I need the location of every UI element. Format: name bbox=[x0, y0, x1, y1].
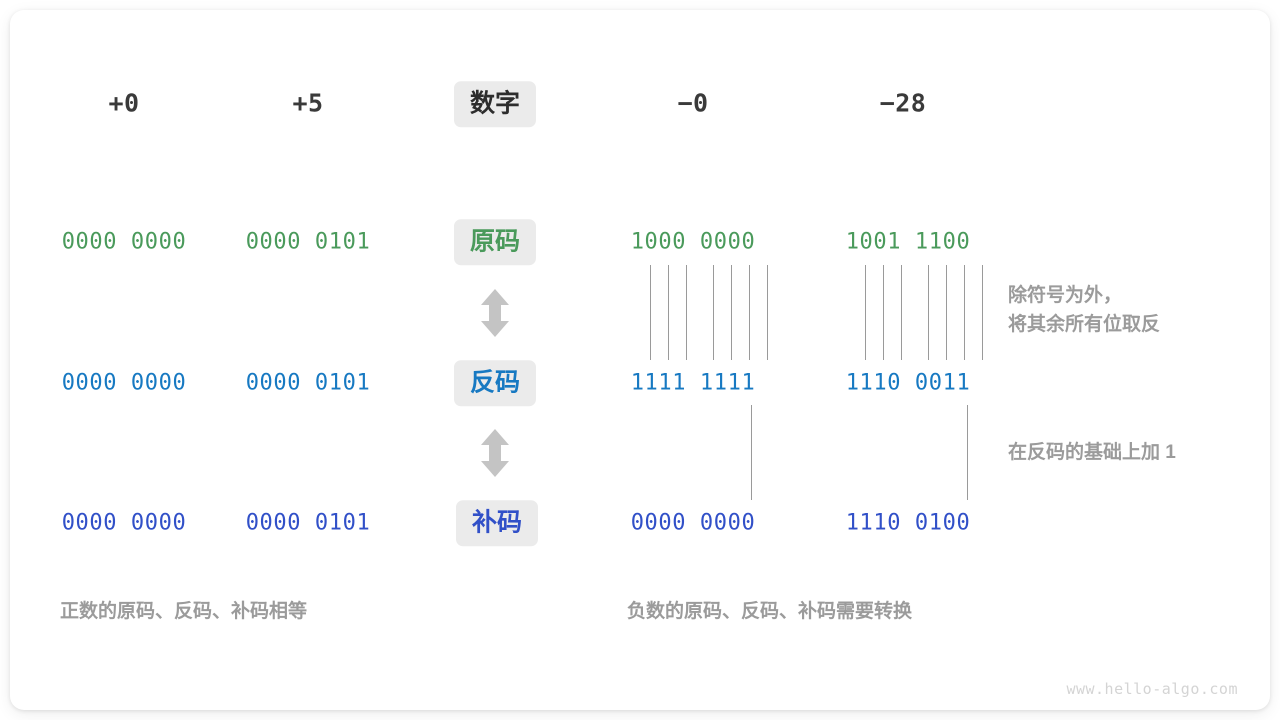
watermark: www.hello-algo.com bbox=[1066, 680, 1238, 698]
note-add-one: 在反码的基础上加 1 bbox=[1008, 442, 1176, 463]
header-number-plus5: +5 bbox=[292, 88, 324, 118]
bits-twos-complement-plus0: 0000 0000 bbox=[61, 510, 187, 536]
up-down-arrow-icon-ones-to-twos bbox=[478, 427, 512, 479]
bits-twos-complement-plus5: 0000 0101 bbox=[245, 510, 371, 536]
row-label-ones-complement: 反码 bbox=[453, 360, 537, 406]
bits-sign-magnitude-plus0: 0000 0000 bbox=[61, 229, 187, 255]
connector-line-minus28-bit8 bbox=[982, 265, 983, 360]
header-number-plus0: +0 bbox=[108, 88, 140, 118]
up-down-arrow-icon-sign-to-ones bbox=[478, 287, 512, 339]
connector-line-minus28-bit5 bbox=[928, 265, 929, 360]
caption-negative: 负数的原码、反码、补码需要转换 bbox=[627, 601, 913, 622]
connector-line-minus0-bit5 bbox=[713, 265, 714, 360]
connector-line-minus0-bit7 bbox=[749, 265, 750, 360]
header-number-minus0: −0 bbox=[677, 88, 709, 118]
header-number-minus28: −28 bbox=[879, 88, 927, 118]
connector-line-minus0-bit4 bbox=[686, 265, 687, 360]
connector-line-carry-minus28 bbox=[967, 405, 968, 500]
note-invert-bits: 除符号为外， 将其余所有位取反 bbox=[1008, 285, 1161, 336]
bits-twos-complement-minus0: 0000 0000 bbox=[630, 510, 756, 536]
connector-line-minus0-bit3 bbox=[668, 265, 669, 360]
connector-line-minus28-bit4 bbox=[901, 265, 902, 360]
bits-twos-complement-minus28: 1110 0100 bbox=[845, 510, 971, 536]
bits-ones-complement-minus0: 1111 1111 bbox=[630, 370, 756, 396]
caption-positive: 正数的原码、反码、补码相等 bbox=[60, 601, 308, 622]
connector-line-carry-minus0 bbox=[751, 405, 752, 500]
connector-line-minus28-bit6 bbox=[946, 265, 947, 360]
bits-ones-complement-plus5: 0000 0101 bbox=[245, 370, 371, 396]
diagram-card bbox=[10, 10, 1270, 710]
connector-line-minus28-bit3 bbox=[883, 265, 884, 360]
bits-sign-magnitude-minus0: 1000 0000 bbox=[630, 229, 756, 255]
bits-sign-magnitude-minus28: 1001 1100 bbox=[845, 229, 971, 255]
connector-line-minus28-bit7 bbox=[964, 265, 965, 360]
row-label-sign-magnitude: 原码 bbox=[453, 219, 537, 265]
connector-line-minus0-bit2 bbox=[650, 265, 651, 360]
connector-line-minus0-bit8 bbox=[767, 265, 768, 360]
bits-ones-complement-plus0: 0000 0000 bbox=[61, 370, 187, 396]
connector-line-minus28-bit2 bbox=[865, 265, 866, 360]
bits-sign-magnitude-plus5: 0000 0101 bbox=[245, 229, 371, 255]
row-label-number: 数字 bbox=[453, 81, 537, 127]
bits-ones-complement-minus28: 1110 0011 bbox=[845, 370, 971, 396]
connector-line-minus0-bit6 bbox=[731, 265, 732, 360]
row-label-twos-complement: 补码 bbox=[455, 500, 539, 546]
